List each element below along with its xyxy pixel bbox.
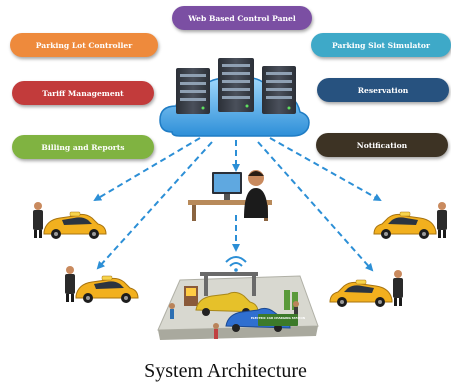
module-parking-lot-controller[interactable]: Parking Lot Controller — [10, 33, 158, 57]
taxi-right-top-icon — [373, 202, 447, 239]
station-sign-text: ELECTRIC CAR CHARGING STATION — [251, 316, 306, 320]
connector-lines — [93, 137, 382, 272]
connector-to-right-top-taxi — [269, 137, 382, 201]
wifi-icon — [225, 256, 247, 272]
module-web-panel[interactable]: Web Based Control Panel — [172, 6, 312, 30]
taxi-group — [33, 202, 447, 307]
connector-to-left-top-taxi — [93, 137, 201, 202]
connector-to-right-bottom-taxi — [257, 141, 374, 272]
connector-to-left-bottom-taxi — [96, 141, 213, 270]
server-rack-icon — [176, 58, 296, 114]
charging-station-icon: ELECTRIC CAR CHARGING STATION — [157, 272, 319, 340]
module-parking-slot-simulator[interactable]: Parking Slot Simulator — [311, 33, 451, 57]
taxi-left-bottom-icon — [65, 266, 139, 303]
module-notification[interactable]: Notification — [316, 133, 448, 157]
module-reservation[interactable]: Reservation — [317, 78, 449, 102]
figure-caption: System Architecture — [144, 360, 307, 382]
module-tariff-management[interactable]: Tariff Management — [12, 81, 154, 105]
operator-workstation-icon — [188, 170, 272, 221]
module-billing-and-reports[interactable]: Billing and Reports — [12, 135, 154, 159]
taxi-left-top-icon — [33, 202, 107, 239]
taxi-right-bottom-icon — [329, 270, 403, 307]
architecture-illustration: ELECTRIC CAR CHARGING STATION — [33, 58, 447, 340]
